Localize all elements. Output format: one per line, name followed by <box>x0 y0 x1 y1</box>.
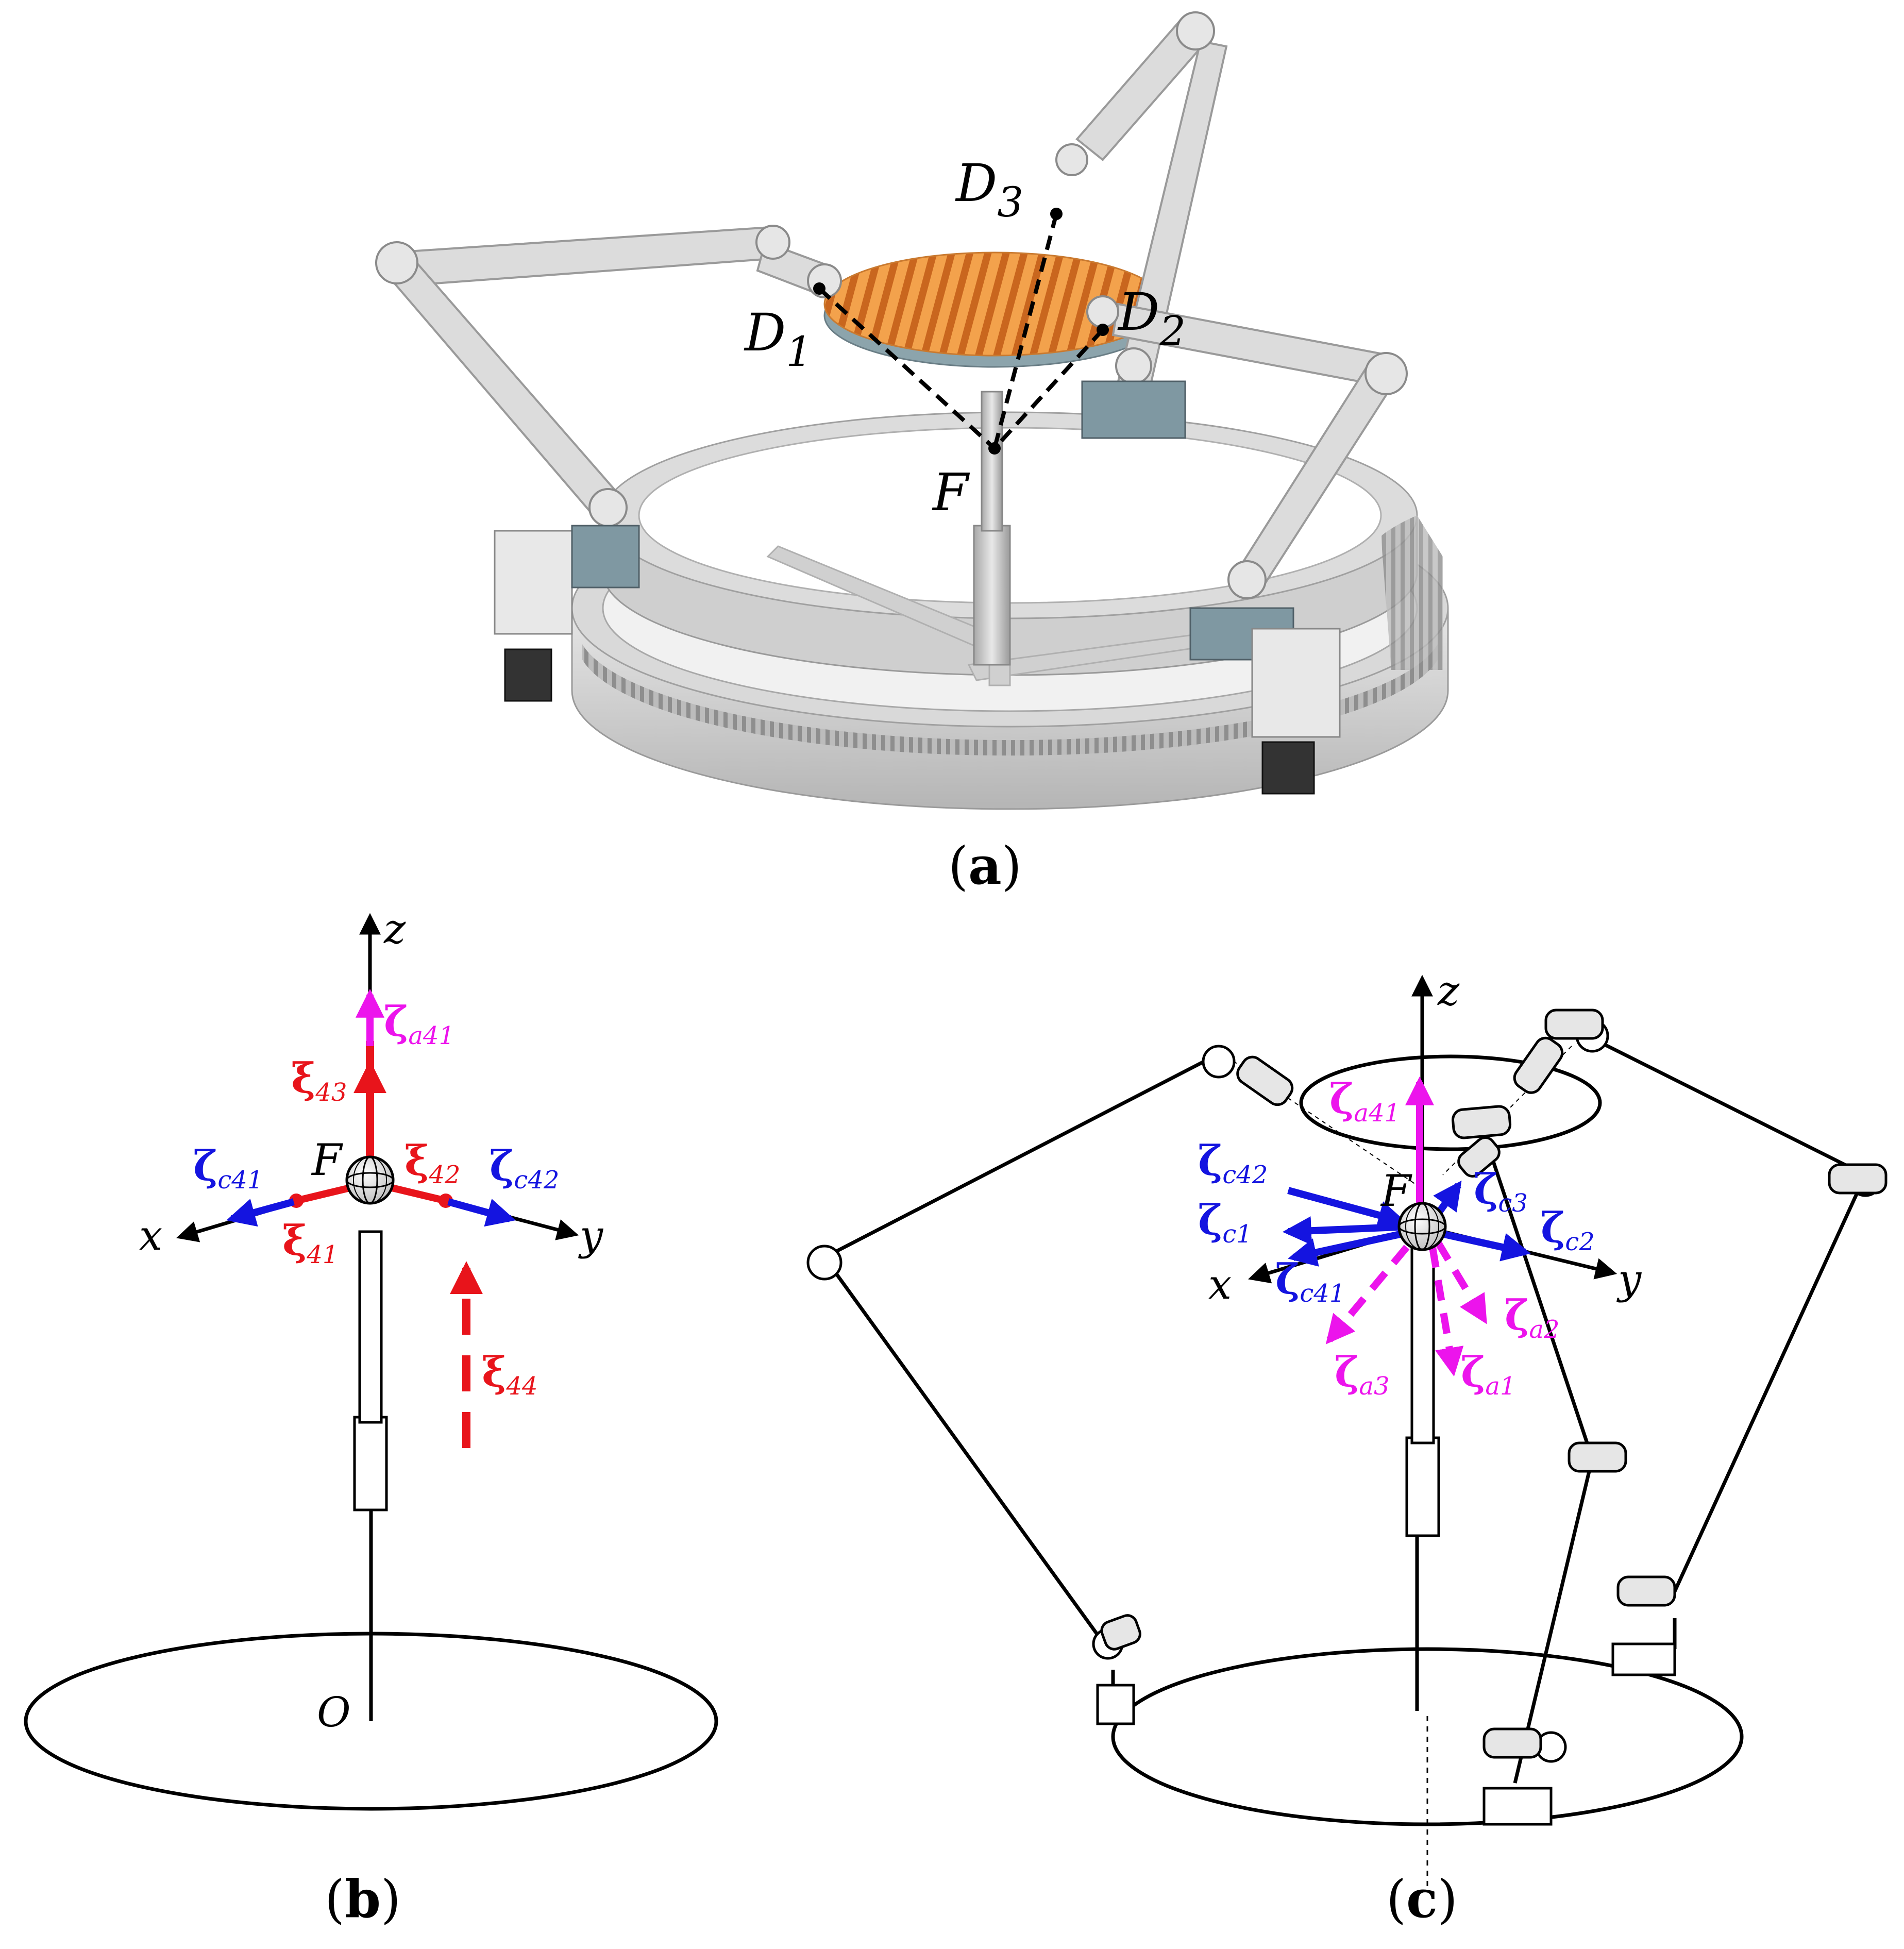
limb-1 <box>823 1049 1418 1695</box>
zeta-c2-label: ζc2 <box>1541 1203 1595 1256</box>
y-axis-label-c: y <box>1616 1255 1642 1303</box>
x-axis-label: x <box>139 1212 162 1259</box>
panel-c-diagram: z x y F ζa41 ζc42 ζc3 ζc1 <box>806 967 1888 1929</box>
xi42-label: ξ42 <box>405 1136 460 1189</box>
center-label: F <box>311 1135 343 1185</box>
panel-b-diagram: O z x y F ζa41 ξ43 ξ42 ξ <box>24 905 718 1929</box>
zeta-a1-label: ζa1 <box>1461 1348 1516 1401</box>
zeta-c41-screw-c <box>1288 1228 1413 1267</box>
zeta-a3-label: ζa3 <box>1335 1348 1390 1401</box>
point-d1-label: D1 <box>744 303 812 376</box>
spherical-joint <box>345 1155 395 1205</box>
z-axis-label: z <box>383 905 406 953</box>
caption-b: (b) <box>325 1869 401 1929</box>
hatched-cylinders <box>1100 1009 1888 1759</box>
constraint-screws <box>1282 1180 1531 1267</box>
central-column <box>973 391 1011 666</box>
prismatic-outer <box>353 1416 388 1511</box>
x-axis-label-c: x <box>1208 1261 1232 1308</box>
point-d2-label: D2 <box>1117 282 1186 355</box>
zeta-c1-screw <box>1282 1216 1412 1246</box>
d-to-f-dashed-lines <box>818 213 1104 450</box>
panel-a-rendering: D1 D2 D3 F (a) <box>375 11 1449 896</box>
point-d3-label: D3 <box>955 153 1023 226</box>
zeta-c1-label: ζc1 <box>1198 1196 1252 1249</box>
zeta-c42-screw <box>447 1198 516 1227</box>
moving-platform <box>823 251 1166 368</box>
platform-circle <box>1299 1054 1602 1151</box>
xi41-label: ξ41 <box>282 1216 338 1269</box>
point-markers <box>813 208 1109 455</box>
spherical-joint-c <box>1397 1202 1447 1251</box>
zeta-c42-screw-c <box>1287 1187 1407 1230</box>
origin-label: O <box>317 1688 351 1736</box>
zeta-c2-screw <box>1431 1228 1531 1262</box>
actuator-blocks <box>494 380 1341 795</box>
zeta-a1-screw <box>1429 1246 1464 1377</box>
zeta-a3-screw <box>1325 1245 1410 1345</box>
zeta-a2-screw <box>1434 1240 1488 1324</box>
zeta-a41-label-c: ζa41 <box>1329 1074 1400 1128</box>
zeta-c42-label-c: ζc42 <box>1198 1136 1268 1189</box>
prismatic-inner <box>358 1230 383 1424</box>
caption-a: (a) <box>948 835 1022 896</box>
center-label-c: F <box>1380 1166 1412 1216</box>
limb-joints <box>375 11 1408 599</box>
limb-links <box>379 19 1404 589</box>
zeta-c41-label-c: ζc41 <box>1275 1255 1345 1308</box>
prismatic-outer-c <box>1405 1436 1440 1537</box>
actuation-screws <box>1325 1240 1488 1377</box>
xi43-label: ξ43 <box>291 1054 347 1107</box>
zeta-c41-label: ζc41 <box>193 1141 263 1195</box>
point-f-label: F <box>932 462 970 523</box>
y-axis-label: y <box>578 1212 604 1259</box>
base-blocks <box>1096 1642 1676 1826</box>
zeta-c42-label: ζc42 <box>490 1141 559 1195</box>
zeta-a2-label: ζa2 <box>1505 1291 1560 1344</box>
zeta-c41-screw <box>226 1198 295 1227</box>
caption-c: (c) <box>1386 1869 1458 1929</box>
z-axis-label-c: z <box>1437 967 1460 1015</box>
zeta-a41-label: ζa41 <box>384 997 454 1050</box>
zeta-c3-label: ζc3 <box>1474 1165 1528 1218</box>
prismatic-inner-c <box>1410 1235 1435 1444</box>
xi44-label: ξ44 <box>482 1348 537 1401</box>
